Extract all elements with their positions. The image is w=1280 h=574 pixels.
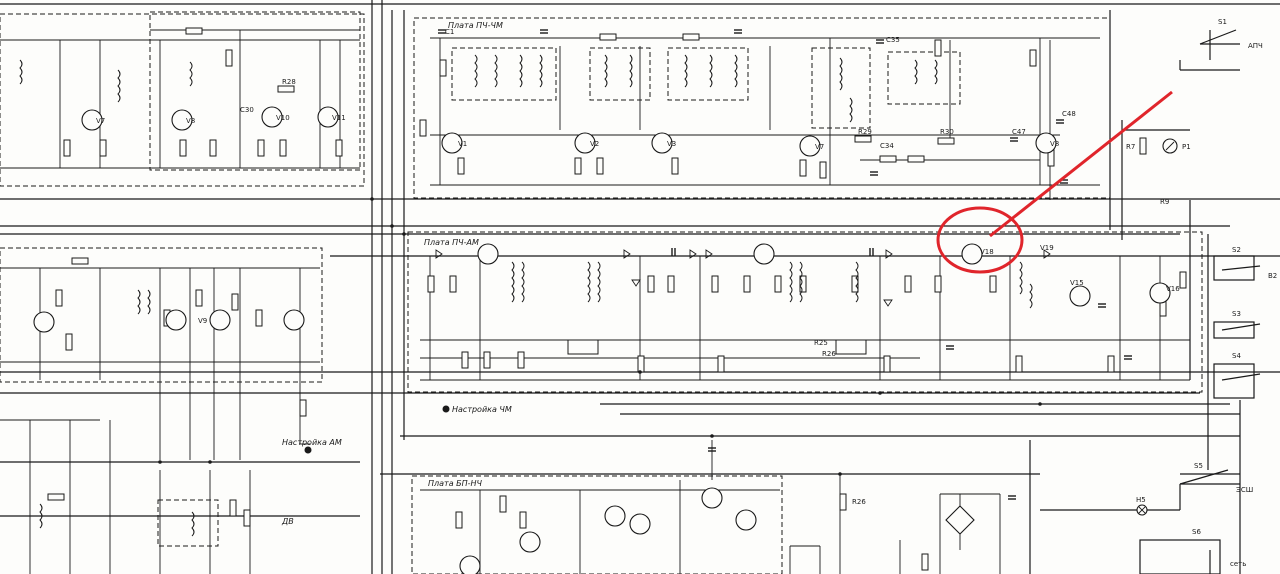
if-transformer-group-2 [589,47,651,101]
if-fm-resistors [419,33,1055,179]
bridge-rectifier [939,493,1001,574]
discriminator-group [811,47,961,129]
board-outlines [0,11,1203,574]
mid-left-board-circuit: V9 [0,257,320,460]
label-r28: R28 [282,78,296,86]
meter-p1-label: P1 [1182,143,1191,151]
if-transformer-group-1 [451,47,557,101]
label-v18: V18 [980,248,994,256]
if-transformer-group-3 [667,47,749,101]
highlight-arrow [989,90,1173,238]
label-v16: V16 [1166,285,1180,293]
dv-band-circuit: ДВ [0,419,294,574]
transistor-v11-tl-label: V11 [332,114,346,122]
transistor-v3-label: V3 [667,140,676,148]
transistor-v8-tl-label: V8 [186,117,195,125]
switch-s2-label: S2 [1232,246,1241,254]
board-title-if-fm: Плата ПЧ-ЧМ [448,21,503,30]
label-v15: V15 [1070,279,1084,287]
switch-s3-label: S3 [1232,310,1241,318]
board-title-psu: Плата БП-НЧ [428,479,483,488]
junction-dots [158,197,1042,476]
agc-label: АПЧ [1248,42,1263,50]
transistor-v7-label: V7 [815,143,824,151]
label-c30: C30 [240,106,254,114]
tuning-indicators: Настройка ЧМ Настройка АМ [282,405,512,454]
switch-s6-label: S6 [1192,528,1201,536]
esh-label: ЭСШ [1236,486,1253,494]
switch-s5-label: S5 [1194,462,1203,470]
label-r9: R9 [1160,198,1169,206]
label-r7: R7 [1126,143,1135,151]
label-c47: C47 [1012,128,1026,136]
label-c1: C1 [445,28,454,36]
label-c35: C35 [886,36,900,44]
if-fm-transistors: V1 V2 V3 V7 V8 [441,132,1059,157]
psu-board-circuit: R26 [420,440,1016,574]
switch-s4-label: S4 [1232,352,1241,360]
transistor-v9-ml-label: V9 [198,317,207,325]
transistor-v10-tl-label: V10 [276,114,290,122]
label-c34: C34 [880,142,894,150]
transistor-v2-label: V2 [590,140,599,148]
top-left-board-circuit: V7 V8 V10 V11 R28 C30 [0,27,360,169]
switch-s1-label: S1 [1218,18,1227,26]
label-r25: R25 [814,339,828,347]
if-fm-board-circuit: V1 V2 V3 V7 V8 C34 C35 C47 C48 R29 R30 C… [419,28,1100,200]
label-c48: C48 [1062,110,1076,118]
tune-fm-label: Настройка ЧМ [452,405,512,414]
label-r26: R26 [822,350,836,358]
tune-am-label: Настройка АМ [282,438,342,447]
board-titles: Плата ПЧ-ЧМ Плата ПЧ-АМ Плата БП-НЧ [424,21,503,488]
mains-label: сеть [1230,560,1246,568]
label-b2: B2 [1268,272,1277,280]
switch-panel: S1 АПЧ P1 R7 R9 S2 B2 S3 S4 S5 ЭСШ H5 [1040,18,1277,574]
transistor-v8-label: V8 [1050,140,1059,148]
transistor-v1-label: V1 [458,140,467,148]
label-v19: V19 [1040,244,1054,252]
label-r30: R30 [940,128,954,136]
am-capacitors [671,248,1132,360]
transistor-v7-tl-label: V7 [96,117,105,125]
label-r29: R29 [858,128,872,136]
label-r26-psu: R26 [852,498,866,506]
if-am-board-circuit: V18 V15 V16 V19 R25 R26 [420,243,1190,381]
highlight-annotation [936,90,1173,274]
dv-band-label: ДВ [281,517,294,526]
highlight-circle [936,206,1024,274]
diodes-am [435,249,1051,307]
board-title-if-am: Плата ПЧ-АМ [424,238,479,247]
if-fm-capacitors [438,29,1068,184]
lamp-h5-label: H5 [1136,496,1146,504]
